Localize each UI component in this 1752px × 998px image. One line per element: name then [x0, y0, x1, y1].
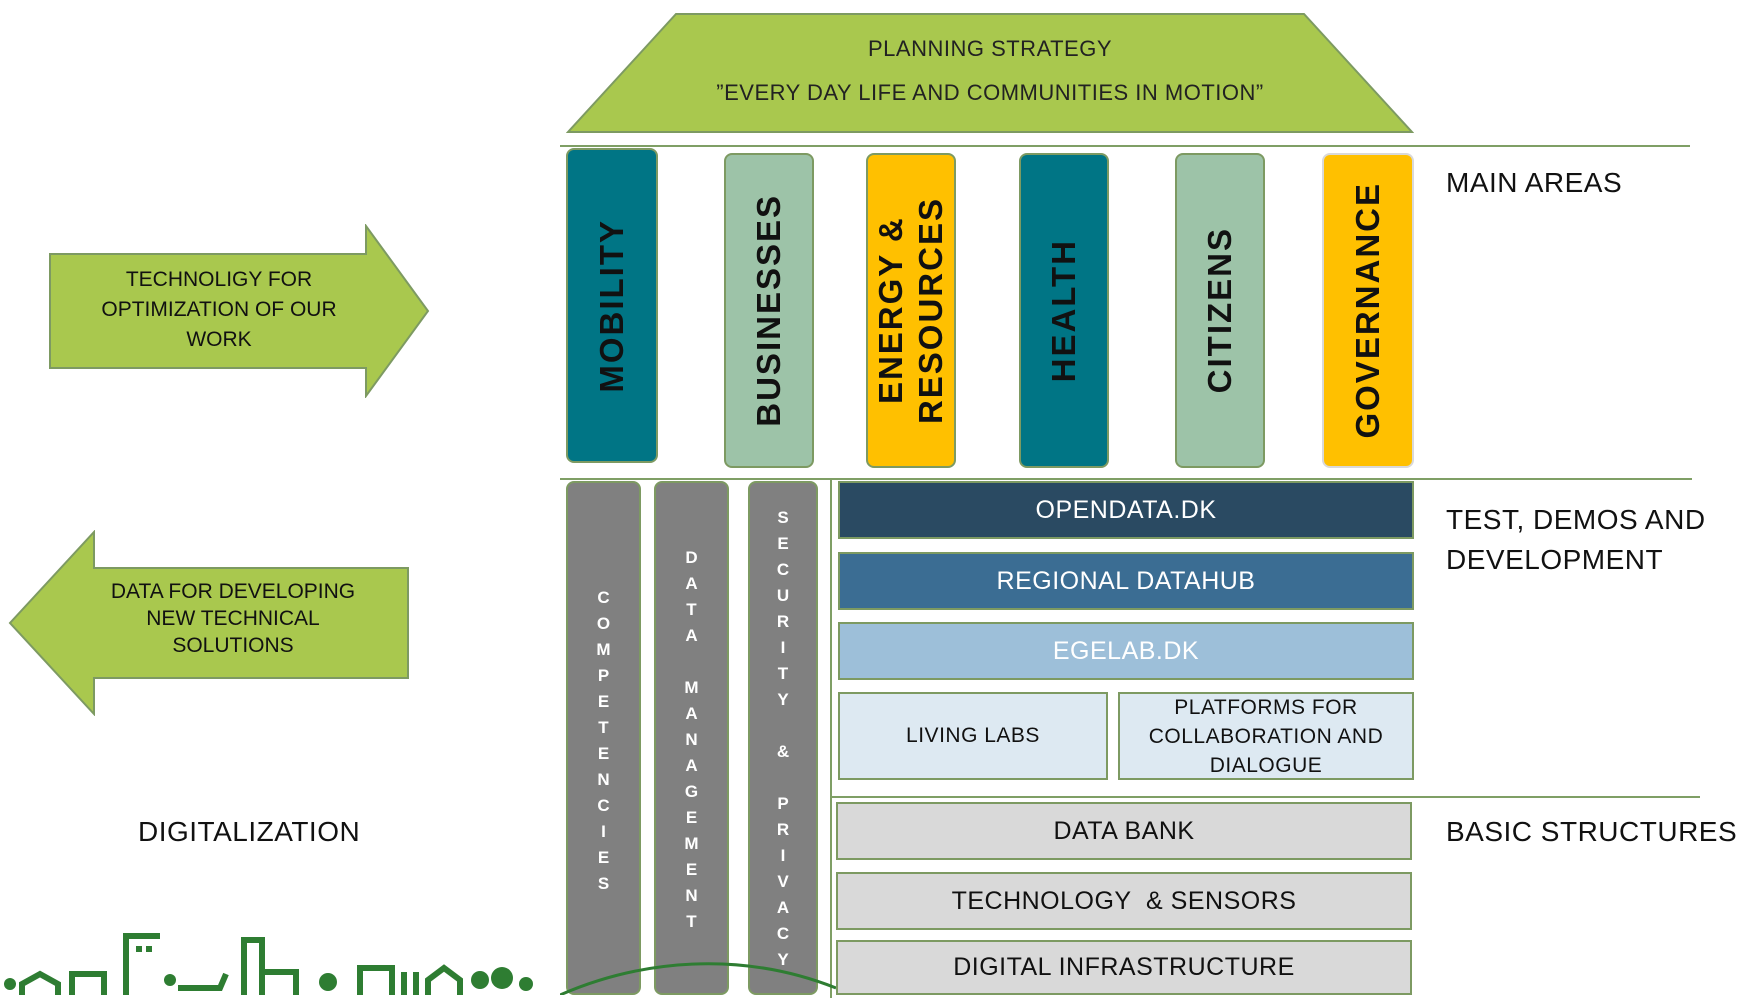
bar-digital-infrastructure: DIGITAL INFRASTRUCTURE: [836, 940, 1412, 995]
pillar-energy-resources: ENERGY & RESOURCES: [866, 153, 956, 468]
column-label: D A T A M A N A G E M E N T: [684, 548, 699, 931]
bar-label: PLATFORMS FOR COLLABORATION AND DIALOGUE: [1148, 695, 1384, 777]
pillar-label: BUSINESSES: [750, 194, 787, 427]
column-data-management: D A T A M A N A G E M E N T: [654, 481, 729, 995]
bar-label: REGIONAL DATAHUB: [996, 566, 1256, 595]
right-arrow: [49, 224, 430, 398]
separator-line: [560, 145, 1690, 147]
bar-data-bank: DATA BANK: [836, 802, 1412, 860]
bar-living-labs: LIVING LABS: [838, 692, 1108, 780]
road-curve: [560, 962, 836, 995]
city-skyline-logo: [4, 933, 533, 995]
bar-egelab: EGELAB.DK: [838, 622, 1414, 680]
separator-line: [832, 796, 1700, 798]
pillar-health: HEALTH: [1019, 153, 1109, 468]
roof-title: PLANNING STRATEGY: [867, 36, 1113, 61]
bar-opendata: OPENDATA.DK: [838, 481, 1414, 539]
pillar-label: ENERGY & RESOURCES: [872, 196, 949, 425]
label-digitalization: DIGITALIZATION: [138, 816, 361, 847]
bar-label: DATA BANK: [1053, 816, 1195, 845]
separator-line: [560, 478, 1692, 480]
bar-platforms: PLATFORMS FOR COLLABORATION AND DIALOGUE: [1118, 692, 1414, 780]
pillar-citizens: CITIZENS: [1175, 153, 1265, 468]
bar-regional-datahub: REGIONAL DATAHUB: [838, 552, 1414, 610]
pillar-businesses: BUSINESSES: [724, 153, 814, 468]
planning-strategy-roof: [566, 13, 1414, 133]
pillar-label: GOVERNANCE: [1349, 182, 1386, 439]
pillar-label: MOBILITY: [593, 218, 630, 393]
label-basic-structures: BASIC STRUCTURES: [1446, 816, 1738, 847]
bar-technology-sensors: TECHNOLOGY & SENSORS: [836, 872, 1412, 930]
column-label: S E C U R I T Y & P R I V A C Y: [776, 508, 790, 969]
bar-label: OPENDATA.DK: [1035, 495, 1217, 524]
column-label: C O M P E T E N C I E S: [596, 588, 611, 893]
bar-label: EGELAB.DK: [1052, 636, 1200, 665]
label-main-areas: MAIN AREAS: [1446, 167, 1623, 198]
bar-label: TECHNOLOGY & SENSORS: [951, 886, 1297, 915]
pillar-label: CITIZENS: [1201, 227, 1238, 394]
left-arrow-text: DATA FOR DEVELOPING NEW TECHNICAL SOLUTI…: [110, 580, 356, 657]
label-test-demos: TEST, DEMOS AND DEVELOPMENT: [1446, 504, 1706, 575]
vertical-divider: [830, 478, 832, 998]
roof-subtitle: ”EVERY DAY LIFE AND COMMUNITIES IN MOTIO…: [716, 80, 1264, 105]
bar-label: LIVING LABS: [906, 724, 1040, 747]
pillar-governance: GOVERNANCE: [1322, 153, 1414, 468]
bar-label: DIGITAL INFRASTRUCTURE: [953, 953, 1295, 981]
right-arrow-text: TECHNOLIGY FOR OPTIMIZATION OF OUR WORK: [101, 268, 337, 351]
left-arrow: [8, 530, 409, 716]
pillar-label: HEALTH: [1045, 238, 1082, 383]
column-competencies: C O M P E T E N C I E S: [566, 481, 641, 995]
column-security-privacy: S E C U R I T Y & P R I V A C Y: [748, 481, 818, 995]
pillar-mobility: MOBILITY: [566, 148, 658, 463]
